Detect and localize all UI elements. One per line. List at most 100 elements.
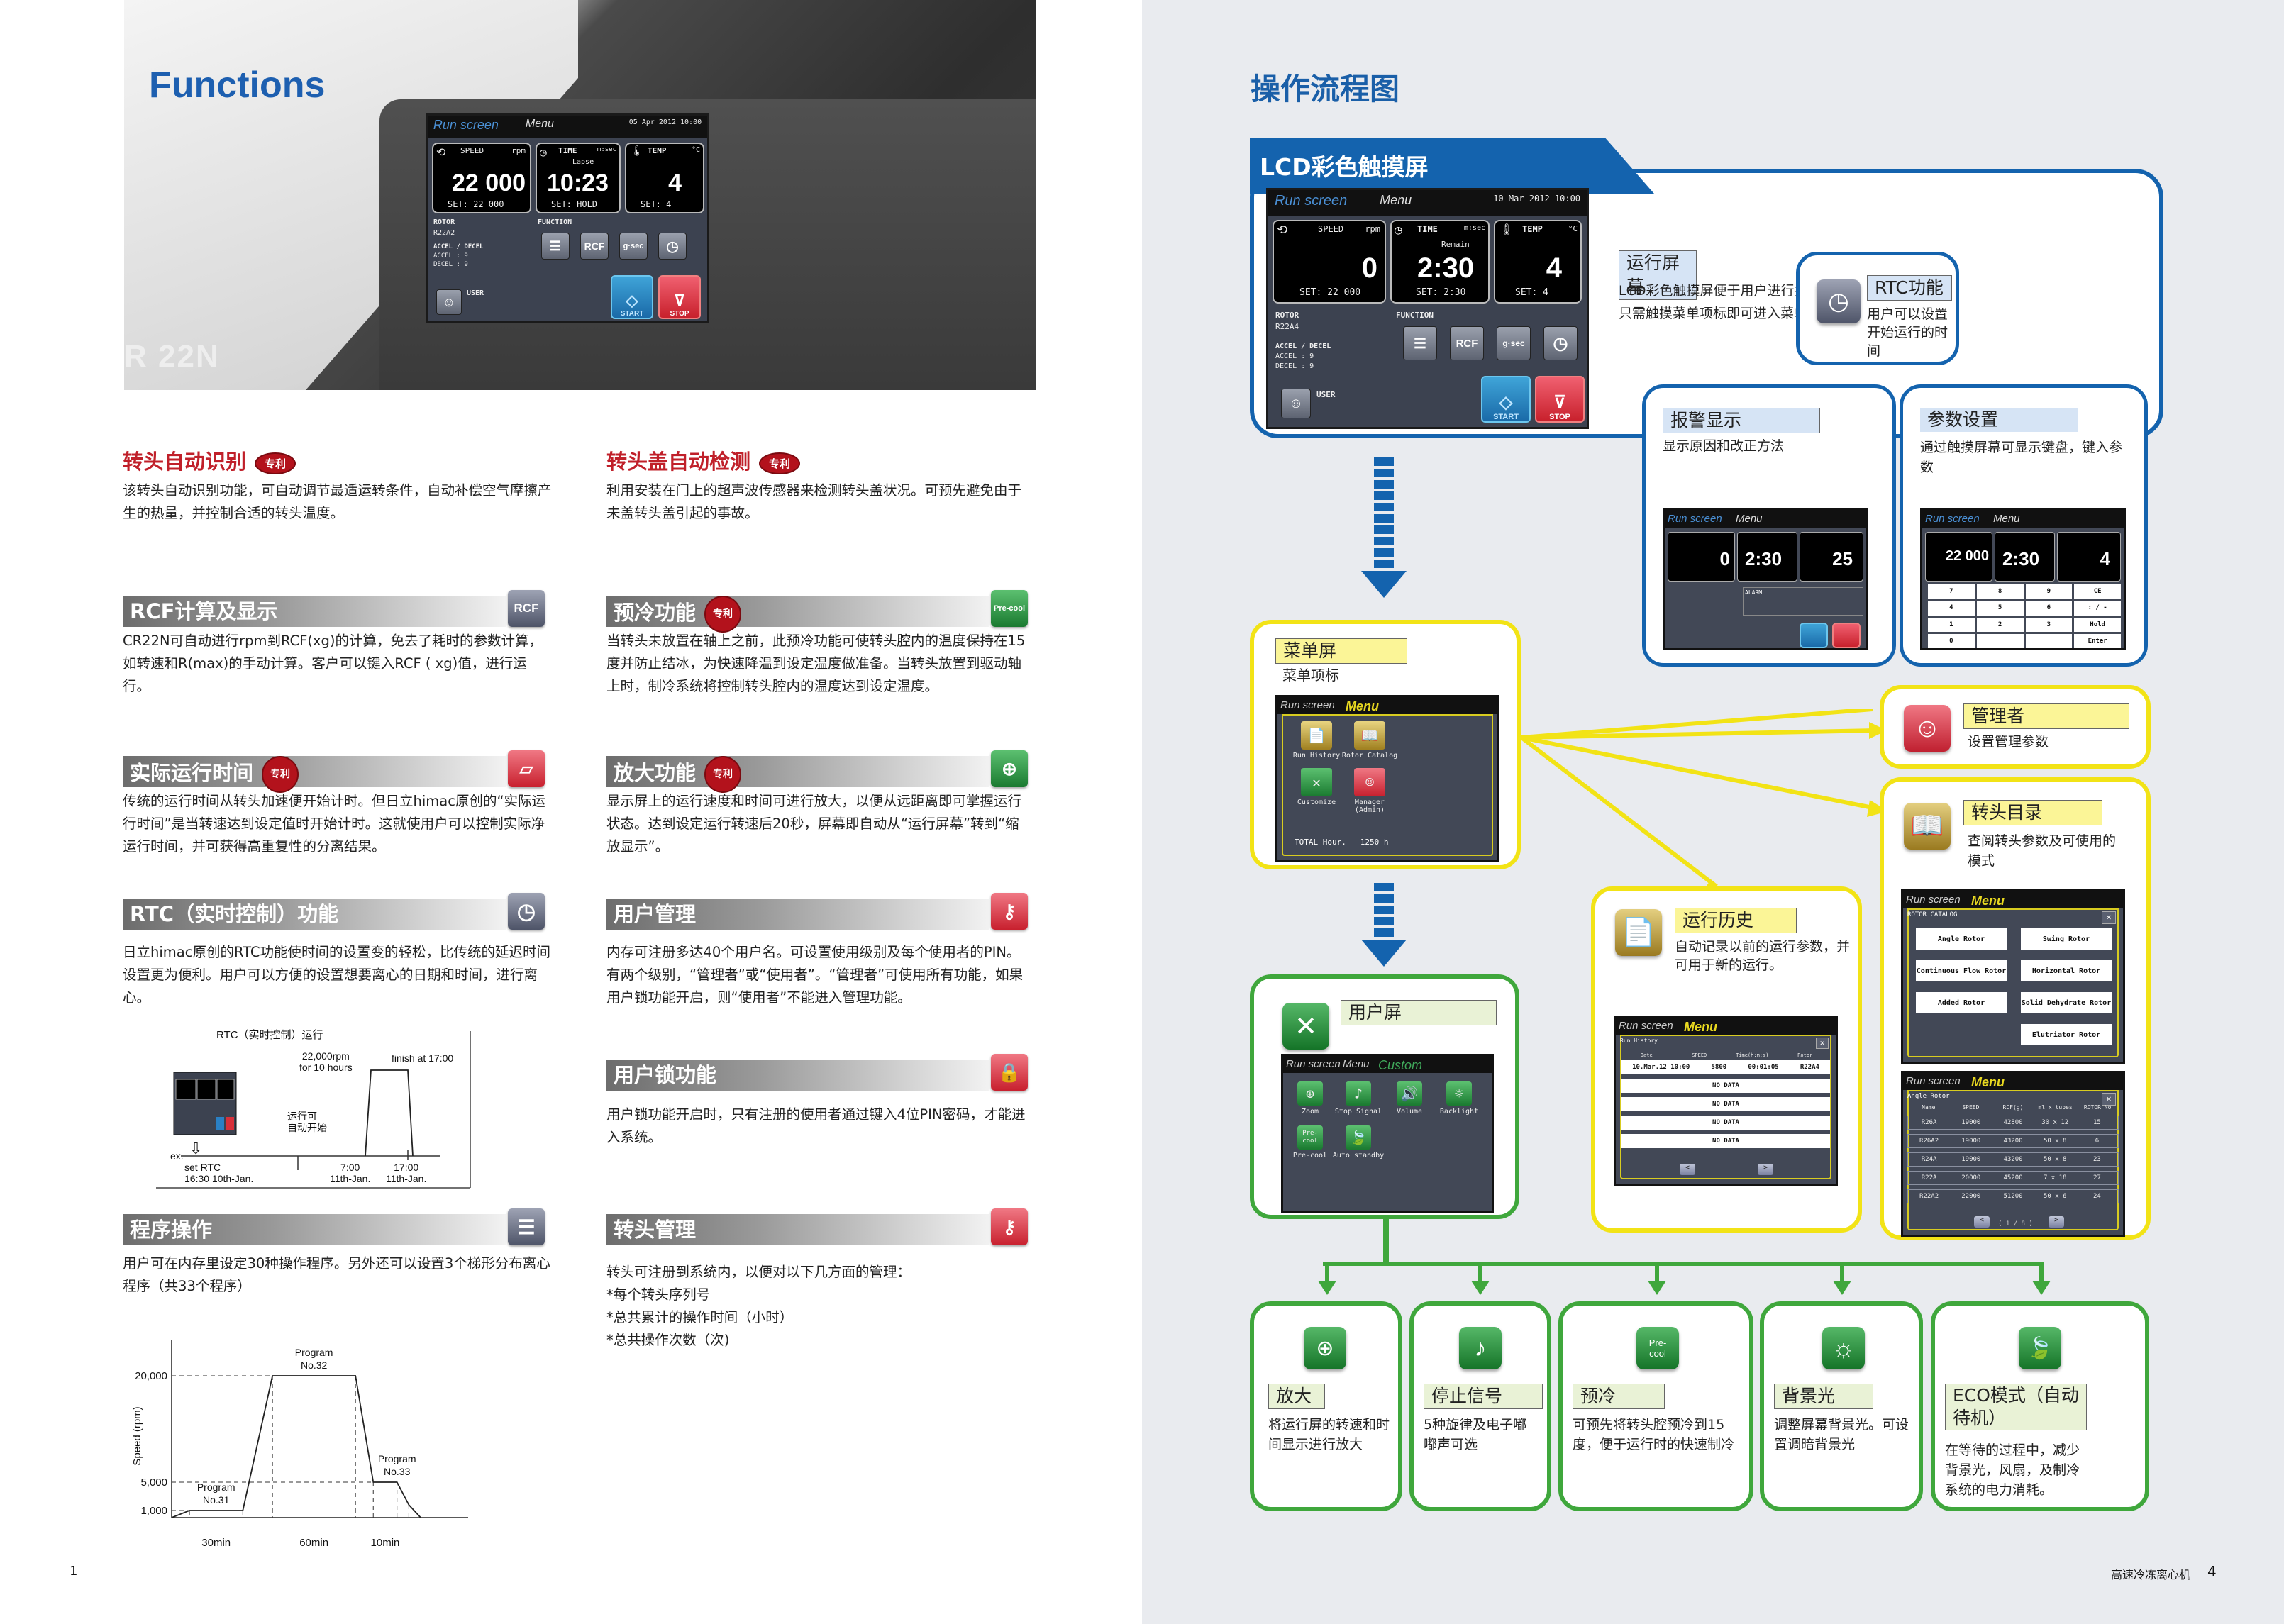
rotor-type-button[interactable]: Swing Rotor	[2021, 928, 2112, 950]
tab-menu[interactable]: Menu	[1380, 192, 1412, 207]
section-precool-text: 当转头未放置在轴上之前，此预冷功能可使转头腔内的温度保持在15度并防止结冰，为快…	[606, 633, 1026, 694]
run-history-text: 自动记录以前的运行参数，并可用于新的运行。	[1675, 939, 1851, 973]
tab-custom[interactable]: Custom	[1378, 1058, 1423, 1072]
table-cell: R22A	[1921, 1174, 1937, 1181]
temp-label: TEMP	[648, 146, 667, 155]
stop-button[interactable]	[1832, 623, 1861, 648]
program-list-button[interactable]: ☰	[541, 233, 570, 260]
keypad-key[interactable]: 0	[1928, 633, 1975, 648]
rotor-type-button[interactable]: Continuous Flow Rotor	[1916, 960, 2007, 981]
speed-label: SPEED	[460, 146, 484, 155]
close-button[interactable]: ✕	[1816, 1038, 1829, 1049]
custom-item-stop-signal[interactable]: ♪Stop Signal	[1331, 1081, 1385, 1116]
rotor-type-button[interactable]: Added Rotor	[1916, 992, 2007, 1013]
tab-run-screen[interactable]: Run screen	[1906, 894, 1961, 906]
tab-run-screen[interactable]: Run screen	[1274, 192, 1348, 208]
rotor-catalog-icon: 📖	[1904, 803, 1951, 850]
keypad-key[interactable]: Hold	[2074, 617, 2121, 632]
tab-run-screen[interactable]: Run screen	[433, 118, 499, 133]
keypad-key[interactable]	[1976, 633, 2024, 648]
prev-page-button[interactable]: <	[1680, 1164, 1695, 1175]
keypad-key[interactable]: 8	[1976, 584, 2024, 599]
start-button[interactable]: ◇START	[611, 275, 653, 319]
section-rtc-header: RTC（实时控制）功能	[123, 899, 506, 930]
start-button[interactable]	[1800, 623, 1828, 648]
keypad-key[interactable]: 5	[1976, 601, 2024, 616]
menu-item-customize[interactable]: ✕Customize	[1285, 768, 1348, 806]
stop-button[interactable]: ⊽STOP	[1535, 376, 1585, 423]
speed-profile-line	[171, 1375, 421, 1518]
precool-icon: Pre-cool	[1636, 1327, 1679, 1369]
program-number: No.31	[203, 1494, 230, 1506]
stop-button[interactable]: ⊽STOP	[658, 275, 701, 319]
custom-item-backlight[interactable]: ☼Backlight	[1432, 1081, 1486, 1116]
tab-menu[interactable]: Menu	[1971, 894, 2005, 908]
keypad-key[interactable]: 3	[2025, 617, 2073, 632]
close-button[interactable]: ✕	[2102, 1093, 2116, 1106]
keypad-key[interactable]: 4	[1928, 601, 1975, 616]
tab-menu[interactable]: Menu	[1346, 699, 1379, 713]
tab-run-screen[interactable]: Run screen	[1280, 699, 1335, 711]
tab-menu[interactable]: Menu	[525, 118, 554, 130]
custom-item-volume[interactable]: 🔊Volume	[1382, 1081, 1436, 1116]
menu-item-manager[interactable]: ☺Manager (Admin)	[1338, 768, 1402, 814]
table-cell: 50 x 8	[2043, 1156, 2067, 1163]
tab-menu[interactable]: Menu	[1684, 1020, 1717, 1034]
start-button[interactable]: ◇START	[1481, 376, 1531, 423]
keypad-key[interactable]: 6	[2025, 601, 2073, 616]
keypad-key[interactable]: 2	[1976, 617, 2024, 632]
keypad-key[interactable]: 9	[2025, 584, 2073, 599]
rotor-mgmt-bullet: *总共操作次数（次)	[606, 1332, 730, 1348]
next-page-button[interactable]: >	[2049, 1216, 2064, 1228]
custom-item-auto-standby[interactable]: 🍃Auto standby	[1331, 1125, 1385, 1159]
tab-run-screen[interactable]: Run screen	[1286, 1058, 1341, 1070]
decel-value: DECEL : 9	[433, 261, 468, 268]
table-cell: R22A2	[1919, 1193, 1939, 1200]
rcf-button[interactable]: RCF	[1450, 326, 1484, 360]
rotor-type-button[interactable]: Angle Rotor	[1916, 928, 2007, 950]
menu-card-subtitle: 菜单项标	[1282, 667, 1339, 684]
rtc-clock-button[interactable]: ◷	[658, 233, 687, 260]
speed-label: SPEED	[1318, 224, 1344, 234]
next-page-button[interactable]: >	[1758, 1164, 1773, 1175]
keypad-key[interactable]: 7	[1928, 584, 1975, 599]
menu-item-run-history[interactable]: 📄Run History	[1285, 721, 1348, 760]
user-button[interactable]: ☺	[1281, 389, 1311, 418]
tab-menu[interactable]: Menu	[1343, 1058, 1370, 1070]
finish-time: 17:00	[394, 1162, 419, 1173]
rcf-button[interactable]: RCF	[580, 233, 609, 260]
program-list-button[interactable]: ☰	[1403, 326, 1437, 360]
gsec-button[interactable]: g·sec	[619, 233, 648, 260]
keypad-key[interactable]: : / -	[2074, 601, 2121, 616]
feature-text: 5种旋律及电子嘟嘟声可选	[1424, 1417, 1527, 1452]
custom-item-zoom[interactable]: ⊕Zoom	[1283, 1081, 1337, 1116]
rotor-type-button[interactable]: Elutriator Rotor	[2021, 1024, 2112, 1045]
menu-item-rotor-catalog[interactable]: 📖Rotor Catalog	[1338, 721, 1402, 760]
ex-label: ex.	[170, 1150, 184, 1162]
keypad-key[interactable]: CE	[2074, 584, 2121, 599]
tab-run-screen[interactable]: Run screen	[1619, 1020, 1673, 1032]
tab-run-screen[interactable]: Run screen	[1906, 1075, 1961, 1087]
time-set: SET: 2:30	[1416, 287, 1466, 298]
user-button[interactable]: ☺	[436, 289, 462, 315]
start-icon: ◇	[626, 291, 638, 309]
rtc-clock-button[interactable]: ◷	[1543, 326, 1578, 360]
keypad-key[interactable]: Enter	[2074, 633, 2121, 648]
rotor-type-button[interactable]: Horizontal Rotor	[2021, 960, 2112, 981]
prev-page-button[interactable]: <	[1974, 1216, 1990, 1228]
tab-menu[interactable]: Menu	[1971, 1075, 2005, 1089]
close-button[interactable]: ✕	[2102, 911, 2116, 924]
gsec-button[interactable]: g·sec	[1497, 326, 1531, 360]
rotor-type-button[interactable]: Solid Dehydrate Rotor	[2021, 992, 2112, 1013]
keypad-key[interactable]: 1	[1928, 617, 1975, 632]
keypad-key[interactable]	[2025, 633, 2073, 648]
